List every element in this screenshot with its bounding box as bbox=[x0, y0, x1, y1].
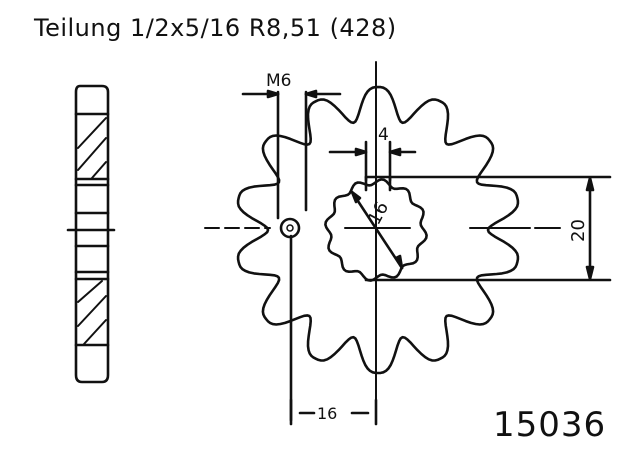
m6-label: M6 bbox=[266, 71, 291, 91]
drawing-title: Teilung 1/2x5/16 R8,51 (428) bbox=[34, 14, 397, 42]
part-number: 15036 bbox=[493, 405, 607, 445]
hub-spline bbox=[324, 178, 428, 282]
flat-height-label: 20 bbox=[568, 219, 589, 242]
keyway-width-label: 4 bbox=[378, 125, 389, 145]
sprocket-outline bbox=[236, 85, 520, 375]
bolt-offset-label: 16 bbox=[317, 404, 337, 423]
hub-diameter-label: 16 bbox=[364, 198, 393, 228]
side-section-view bbox=[66, 84, 116, 384]
